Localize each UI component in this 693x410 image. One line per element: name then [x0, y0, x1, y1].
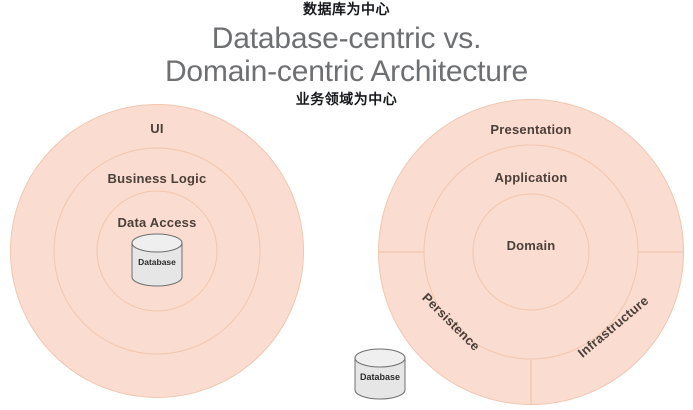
external-database-cylinder: Database	[354, 348, 406, 400]
external-cylinder-label: Database	[360, 372, 400, 382]
left-ring-ui-border	[10, 104, 304, 398]
left-cylinder-top	[131, 233, 183, 253]
left-cylinder-body	[131, 242, 183, 287]
right-ring-label-presentation: Presentation	[490, 122, 571, 137]
external-cylinder-top	[354, 348, 406, 368]
left-ring-data-access-border	[96, 190, 218, 312]
left-ring-label-data-access: Data Access	[117, 215, 196, 230]
left-ring-label-ui: UI	[150, 121, 163, 136]
right-ring-label-application: Application	[495, 170, 568, 185]
left-ring-business-logic-border	[53, 147, 261, 355]
left-database-cylinder: Database	[131, 233, 183, 287]
right-ring-domain-border	[472, 193, 590, 311]
left-diagram-group: UI Business Logic Data Access Database	[10, 104, 304, 398]
left-cylinder-label: Database	[138, 257, 176, 267]
right-diagram-group: Presentation Application Domain Persiste…	[354, 99, 684, 405]
left-ring-label-business-logic: Business Logic	[108, 171, 207, 186]
external-cylinder-body	[354, 357, 406, 400]
right-ring-label-domain: Domain	[507, 238, 556, 253]
right-ring-presentation-fill	[378, 99, 684, 405]
